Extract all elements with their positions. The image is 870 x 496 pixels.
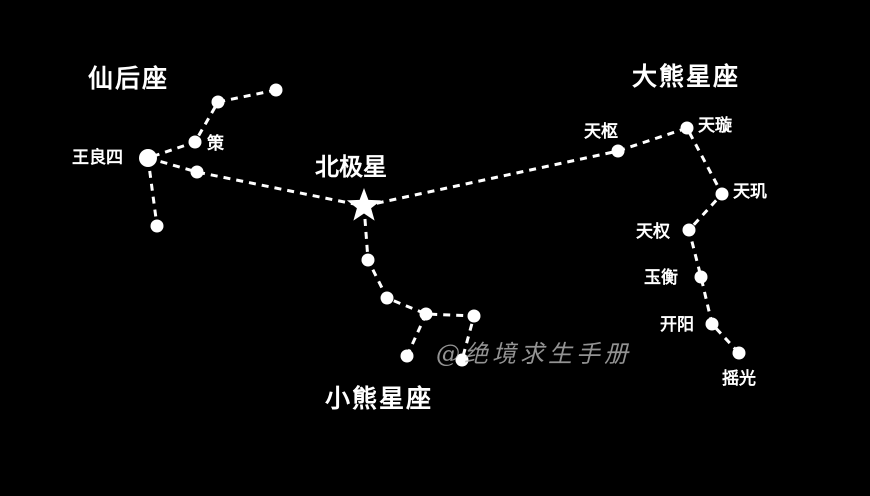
watermark-text: @绝境求生手册 (436, 340, 632, 368)
constellation-line (405, 313, 428, 357)
star-dot (419, 307, 433, 321)
star-dot (400, 349, 414, 363)
star-tianxuan (680, 121, 694, 135)
star-dot (455, 353, 469, 367)
star-tianshu (611, 144, 625, 158)
star-dot (380, 291, 394, 305)
polaris-star-icon (346, 188, 382, 221)
star-dot (211, 95, 225, 109)
label-yaoguang: 摇光 (722, 369, 756, 389)
constellation-line (363, 126, 741, 355)
label-tianxuan: 天璇 (698, 116, 732, 136)
star-dot (269, 83, 283, 97)
label-yuheng: 玉衡 (644, 268, 678, 288)
star-dot (467, 309, 481, 323)
label-tianshu: 天枢 (584, 122, 618, 142)
star-ce (188, 135, 202, 149)
star-dot (150, 219, 164, 233)
star-tianquan (682, 223, 696, 237)
label-polaris: 北极星 (315, 153, 387, 181)
star-dot (361, 253, 375, 267)
label-ursa-minor: 小熊星座 (325, 384, 434, 413)
constellation-line (146, 157, 159, 227)
label-ursa-major: 大熊星座 (632, 62, 741, 91)
star-yuheng (694, 270, 708, 284)
star-yaoguang (732, 346, 746, 360)
constellation-line (147, 156, 365, 208)
label-cassiopeia: 仙后座 (88, 64, 170, 93)
star-kaiyang (705, 317, 719, 331)
label-tianji: 天玑 (733, 182, 767, 202)
label-ce: 策 (207, 134, 224, 154)
star-dot (190, 165, 204, 179)
label-wangliangsi: 王良四 (72, 148, 123, 168)
label-tianquan: 天权 (636, 222, 670, 242)
star-wangliangsi (139, 149, 157, 167)
constellation-line (362, 205, 476, 361)
constellation-line (147, 88, 277, 160)
label-kaiyang: 开阳 (660, 315, 694, 335)
star-tianji (715, 187, 729, 201)
